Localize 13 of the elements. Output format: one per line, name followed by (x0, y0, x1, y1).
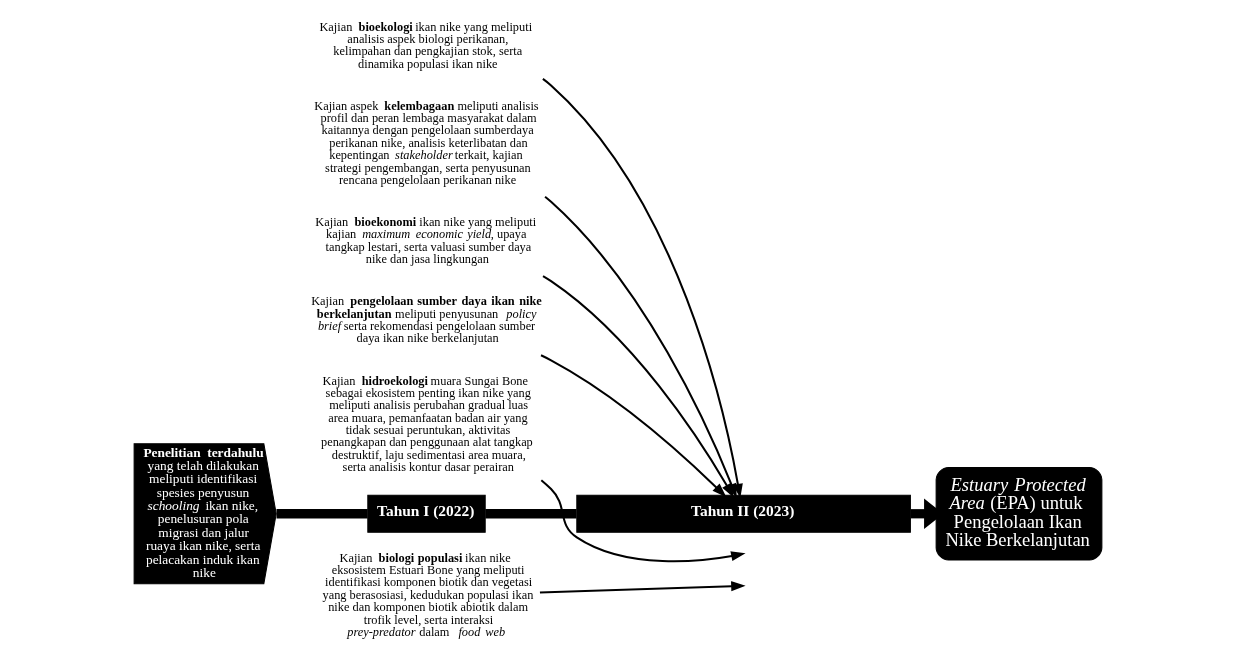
node-box: Tahun I (2022) (366, 494, 486, 533)
node-text: Kajian biologi populasi ikan nike eksosistem Estuari Bone yang meliputi identifikasi komponen biotik dan vegetasi yang berasosiasi, kedudukan populasi ikan nike dan komponen biotik abiotik dalam trofik level, serta interaksi prey-predator dalam food web (322, 550, 533, 639)
arrow (540, 354, 726, 498)
node-text: Kajian aspek kelembagaan meliputi analisis profil dan peran lembaga masyarakat dalam kaitannya dengan pengelolaan sumberdaya perikanan nike, analisis keterlibatan dan kepentingan stakeholder terkait, kajian strategi pengembangan, serta penyusunan rencana pengelolaan perikanan nike (313, 98, 539, 187)
connector (484, 509, 577, 519)
node-box: Estuary Protected Area (EPA) untuk Pengelolaan Ikan Nike Berkelanjutan (935, 466, 1102, 561)
node-box: Tahun II (2023) (575, 494, 911, 533)
arrow (539, 581, 746, 594)
node-text: Kajian bioekonomi ikan nike yang meliputi kajian maximum economic yield, upaya tangkap lestari, serta valuasi sumber daya nike dan jasa lingkungan (314, 215, 536, 267)
node-text: Kajian hidroekologi muara Sungai Bone sebagai ekosistem penting ikan nike yang meliputi analisis perubahan gradual luas area muara, pemanfaatan badan air yang tidak sesuai peruntukan, aktivitas penangkapan dan penggunaan alat tangkap destruktif, laju sedimentasi area muara, serta analisis kontur dasar perairan (320, 373, 533, 475)
arrow (542, 275, 734, 498)
connector (275, 509, 368, 519)
node-text: Kajian bioekologi ikan nike yang meliputi analisis aspek biologi perikanan, kelimpahan dan pengkajian stok, serta dinamika populasi ikan nike (318, 19, 532, 71)
